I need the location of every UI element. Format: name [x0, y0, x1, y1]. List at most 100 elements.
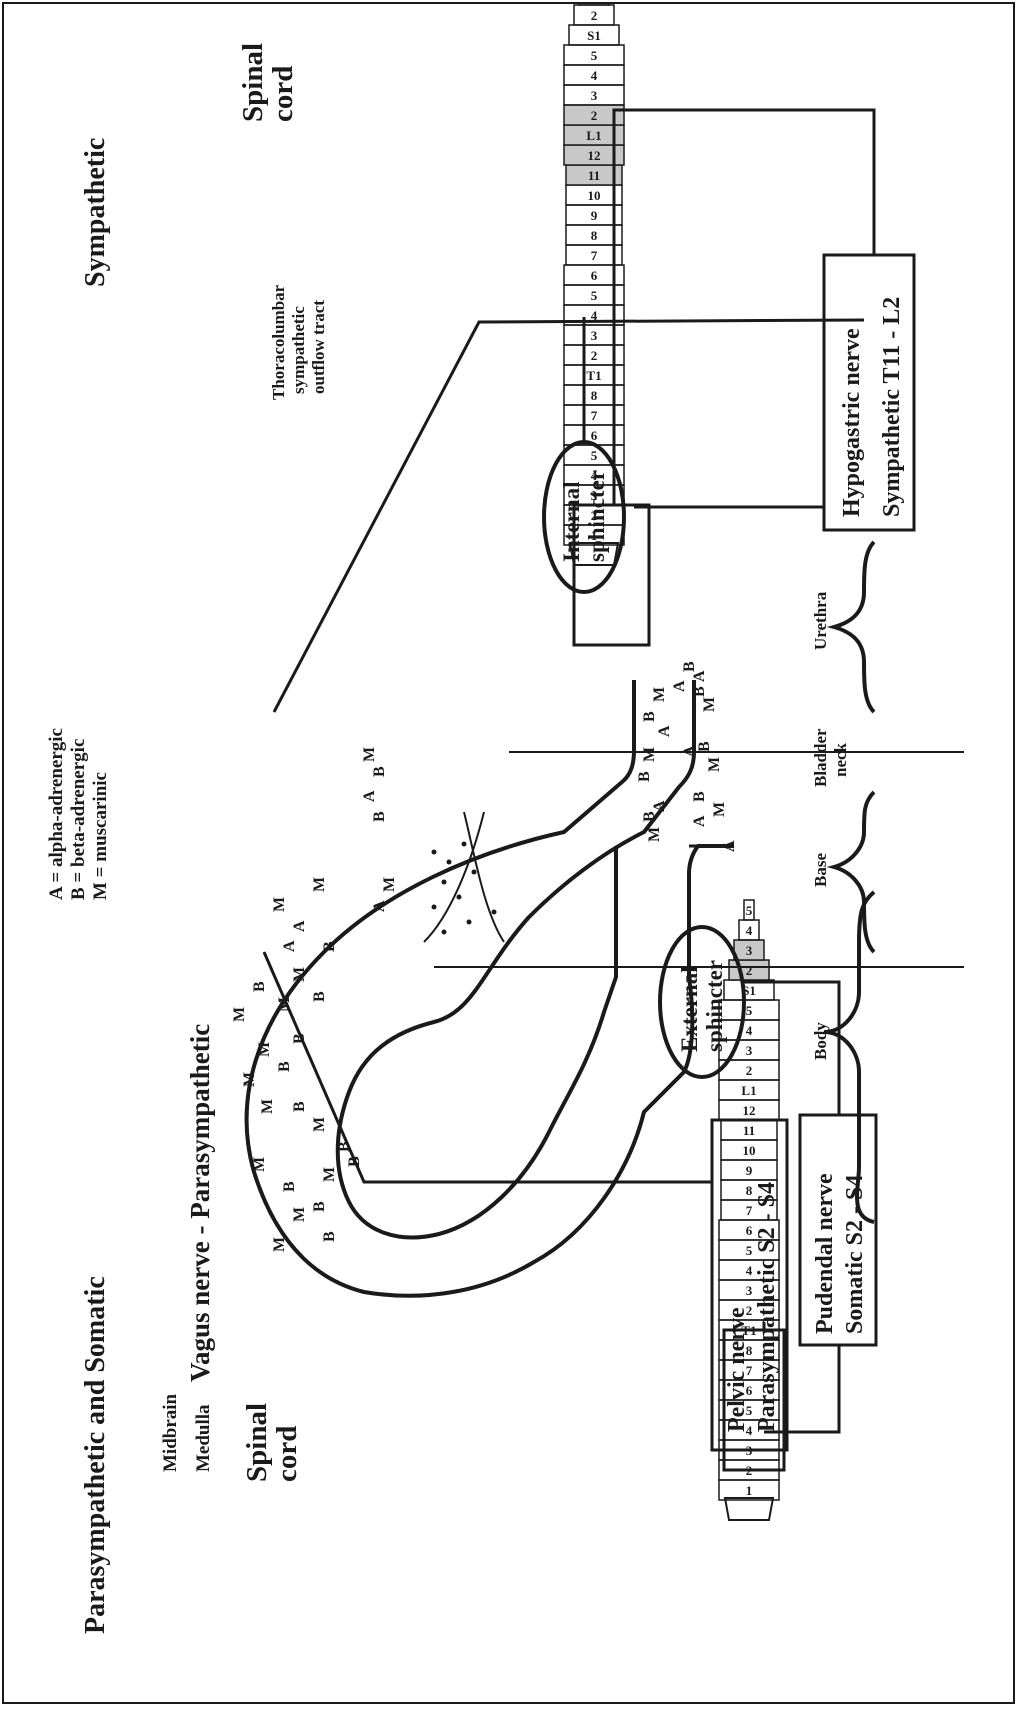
cord-segment-label: 11 — [588, 168, 600, 183]
cord-segment-label: 4 — [591, 468, 598, 483]
outflow-tract-line3: outflow tract — [309, 300, 328, 394]
bladder-outer-wall — [244, 680, 734, 1298]
outflow-tract-line2: sympathetic — [289, 306, 308, 394]
medulla-label: Medulla — [193, 1404, 214, 1472]
cord-segment-label: 3 — [746, 943, 753, 958]
heading-right: Sympathetic — [80, 138, 111, 287]
trigone-line-1 — [423, 811, 485, 943]
receptor-letter: M — [251, 1157, 268, 1172]
region-bladder-neck-2: neck — [831, 742, 850, 777]
cord-segment — [743, 899, 755, 921]
outflow-tract-line1: Thoracolumbar — [269, 284, 288, 400]
receptor-letter: B — [636, 771, 653, 782]
cord-segment-label: 2 — [591, 348, 598, 363]
receptor-letter: A — [691, 815, 708, 827]
cord-segment-label: 5 — [591, 48, 598, 63]
receptor-letter: M — [381, 877, 398, 892]
cord-segment-label: 4 — [591, 68, 598, 83]
cord-segment-label: 8 — [746, 1183, 753, 1198]
bladder-innervation-diagram: Parasympathetic and Somatic Sympathetic … — [46, 4, 964, 1634]
receptor-letter: B — [291, 1033, 308, 1044]
cord-segment-label: 7 — [591, 408, 598, 423]
receptor-letter: B — [691, 791, 708, 802]
receptor-letter: M — [711, 802, 728, 817]
cord-segment-label: 9 — [591, 208, 598, 223]
receptor-letter: A — [291, 920, 308, 932]
cord-segment-label: 4 — [746, 1263, 753, 1278]
receptor-letter: M — [271, 1237, 288, 1252]
cord-segment — [578, 4, 610, 6]
pelvic-nerve-line — [262, 951, 766, 1330]
receptor-letter: A — [371, 900, 388, 912]
hypogastric-line1: Hypogastric nerve — [839, 328, 865, 517]
cord-segment-label: L1 — [741, 1083, 756, 1098]
spinal-cord-label-right-1: Spinal — [237, 43, 269, 122]
receptor-letter: B — [641, 811, 658, 822]
cord-segment-label: 4 — [746, 923, 753, 938]
receptor-letter: B — [321, 941, 338, 952]
pelvic-box — [710, 1118, 789, 1452]
receptor-letter: B — [311, 991, 328, 1002]
cord-segment-label: S1 — [587, 28, 601, 43]
internal-sphincter-line1: Internal — [559, 482, 584, 563]
pudendal-line1: Pudendal nerve — [812, 1173, 838, 1334]
receptor-letter: M — [361, 747, 378, 762]
receptor-letter: B — [281, 1181, 298, 1192]
pelvic-line2: Parasympathetic S2 - S4 — [754, 1182, 780, 1432]
receptor-letter: M — [231, 1007, 248, 1022]
urethra-brace — [826, 540, 876, 714]
receptor-letter: A — [281, 940, 298, 952]
base-brace — [826, 790, 876, 954]
pudendal-nerve-line — [744, 980, 841, 1434]
receptor-letter: B — [251, 981, 268, 992]
receptor-letter: M — [256, 1042, 273, 1057]
region-bladder-neck-1: Bladder — [811, 728, 830, 787]
cord-segment-label: 5 — [746, 903, 753, 918]
pudendal-line2: Somatic S2 - S4 — [842, 1175, 868, 1334]
legend-beta: B = beta-adrenergic — [68, 739, 89, 900]
cord-segment-label: 9 — [746, 1163, 753, 1178]
trigone-dots — [431, 841, 497, 935]
cord-segment-label: 8 — [591, 228, 598, 243]
external-sphincter-line1: External — [677, 966, 702, 1052]
cord-segment-label: 7 — [746, 1203, 753, 1218]
trigone-line-2 — [463, 811, 505, 943]
cord-segment-label: 5 — [746, 1403, 753, 1418]
hypogastric-box — [822, 253, 916, 532]
heading-vagus: Vagus nerve - Parasympathetic — [185, 1024, 215, 1382]
receptor-letter: A — [681, 745, 698, 757]
cord-segment-label: 5 — [591, 288, 598, 303]
receptor-letter: B — [641, 711, 658, 722]
hypogastric-nerve-line — [272, 317, 865, 713]
receptor-letter: M — [291, 967, 308, 982]
receptor-letter: B — [371, 811, 388, 822]
spinal-cord-label-left-2: cord — [271, 1426, 303, 1482]
legend-alpha: A = alpha-adrenergic — [46, 728, 67, 900]
receptor-letter: M — [321, 1167, 338, 1182]
thoracolumbar-box-right — [572, 503, 651, 647]
cord-segment-label: 12 — [743, 1103, 756, 1118]
cord-segment-label: 6 — [591, 428, 598, 443]
hypogastric-line2: Sympathetic T11 - L2 — [879, 297, 905, 517]
receptor-letter: M — [706, 757, 723, 772]
receptor-letter: M — [311, 877, 328, 892]
receptor-letter: B — [311, 1201, 328, 1212]
cord-segment-label: 2 — [591, 508, 598, 523]
cord-segment-label: 8 — [746, 1343, 753, 1358]
receptor-letter: B — [276, 1061, 293, 1072]
receptor-letter: A — [671, 680, 688, 692]
body-brace — [823, 890, 876, 1224]
cord-segment-label: 8 — [591, 388, 598, 403]
cord-segment-label: 2 — [746, 1063, 753, 1078]
region-base: Base — [811, 853, 830, 887]
cord-segment-label: 1 — [591, 528, 598, 543]
cord-segment-label: 11 — [743, 1123, 755, 1138]
internal-sphincter-line2: sphincter — [584, 470, 609, 562]
receptor-letter: A — [721, 840, 738, 852]
cord-segment-label: 3 — [591, 488, 598, 503]
brainstem-cap — [568, 542, 620, 566]
cord-segment-label: 12 — [588, 148, 601, 163]
